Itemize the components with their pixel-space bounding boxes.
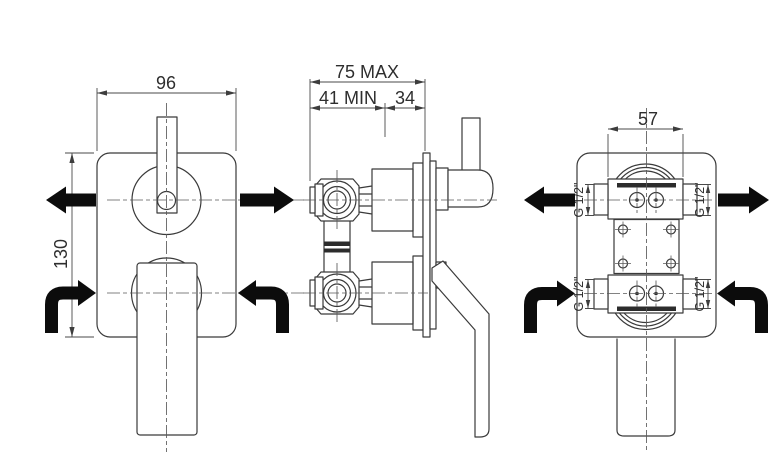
side-centerlines [303,170,497,323]
thread-label-upper-left: G 1/2" [572,182,594,218]
front-view: 96 130 [45,73,307,452]
flow-arrow-inlet-right [238,280,289,333]
wall-plate-edge [422,152,431,338]
thread-label-lower-right: G 1/2" [693,276,711,312]
dimension-front-width: 96 [96,73,237,151]
dim-front-height-label: 130 [51,239,71,269]
flow-arrow-outlet-left [46,186,96,214]
thread-size-label: G 1/2" [693,276,707,311]
dimension-port-spacing: 57 [607,109,684,177]
dim-depth-offset-label: 34 [395,88,415,108]
lever-side [431,260,490,438]
thread-size-label: G 1/2" [693,182,707,217]
side-view: 75 MAX 41 MIN 34 [303,62,497,438]
handle-stem-side [461,117,481,173]
thread-size-label: G 1/2" [572,276,586,311]
flow-arrow-outlet-right [240,186,294,214]
thread-size-label: G 1/2" [572,182,586,217]
dim-depth-max-label: 75 MAX [335,62,399,82]
escutcheon-rim [429,160,437,330]
upper-trim-arcs [615,163,676,180]
flow-arrow-outlet-left [524,186,575,214]
thread-label-upper-right: G 1/2" [693,182,711,218]
dim-depth-min-label: 41 MIN [319,88,377,108]
upper-manifold [593,178,698,220]
back-lever [616,338,676,437]
lower-trim-arcs [614,312,677,331]
handle-cap-side [447,169,494,208]
flow-arrow-outlet-right [718,186,769,214]
dim-port-spacing-label: 57 [638,109,658,129]
upper-hub-step [435,167,449,211]
back-centerlines [584,108,712,452]
flow-arrow-inlet-left [524,280,575,333]
back-view: 57 G 1/2" G 1/2" G 1/2" G 1/2" [524,108,769,452]
handle-stem [156,116,178,214]
thread-label-lower-left: G 1/2" [572,276,594,312]
dimension-front-height: 130 [51,152,94,338]
dim-front-width-label: 96 [156,73,176,93]
front-lever [136,262,198,436]
dimension-depth-max: 75 MAX [309,62,426,181]
flow-arrow-inlet-left [45,280,96,333]
dimension-depth-min: 41 MIN 34 [310,88,425,137]
flow-arrow-inlet-right [717,280,768,333]
lower-manifold [593,274,698,314]
